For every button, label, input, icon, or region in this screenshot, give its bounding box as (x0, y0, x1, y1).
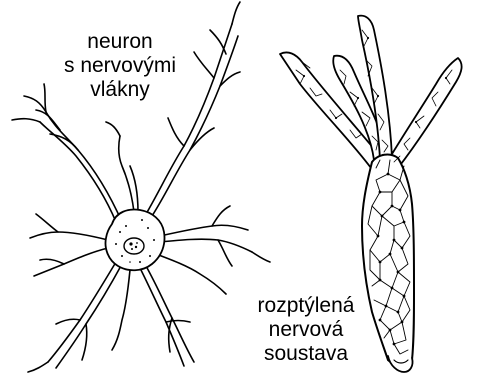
nervous-system-label-line-2: nervová (246, 318, 366, 342)
neuron-label-line-1: neuron (40, 30, 200, 54)
nervous-system-label-line-1: rozptýlená (246, 294, 366, 318)
neuron-nucleus (124, 238, 144, 254)
neuron-label-line-3: vlákny (40, 78, 200, 102)
nervous-system-label: rozptýlená nervová soustava (246, 294, 366, 366)
nervous-system-label-line-3: soustava (246, 342, 366, 366)
neuron-label-line-2: s nervovými (40, 54, 200, 78)
neuron-label: neuron s nervovými vlákny (40, 30, 200, 102)
